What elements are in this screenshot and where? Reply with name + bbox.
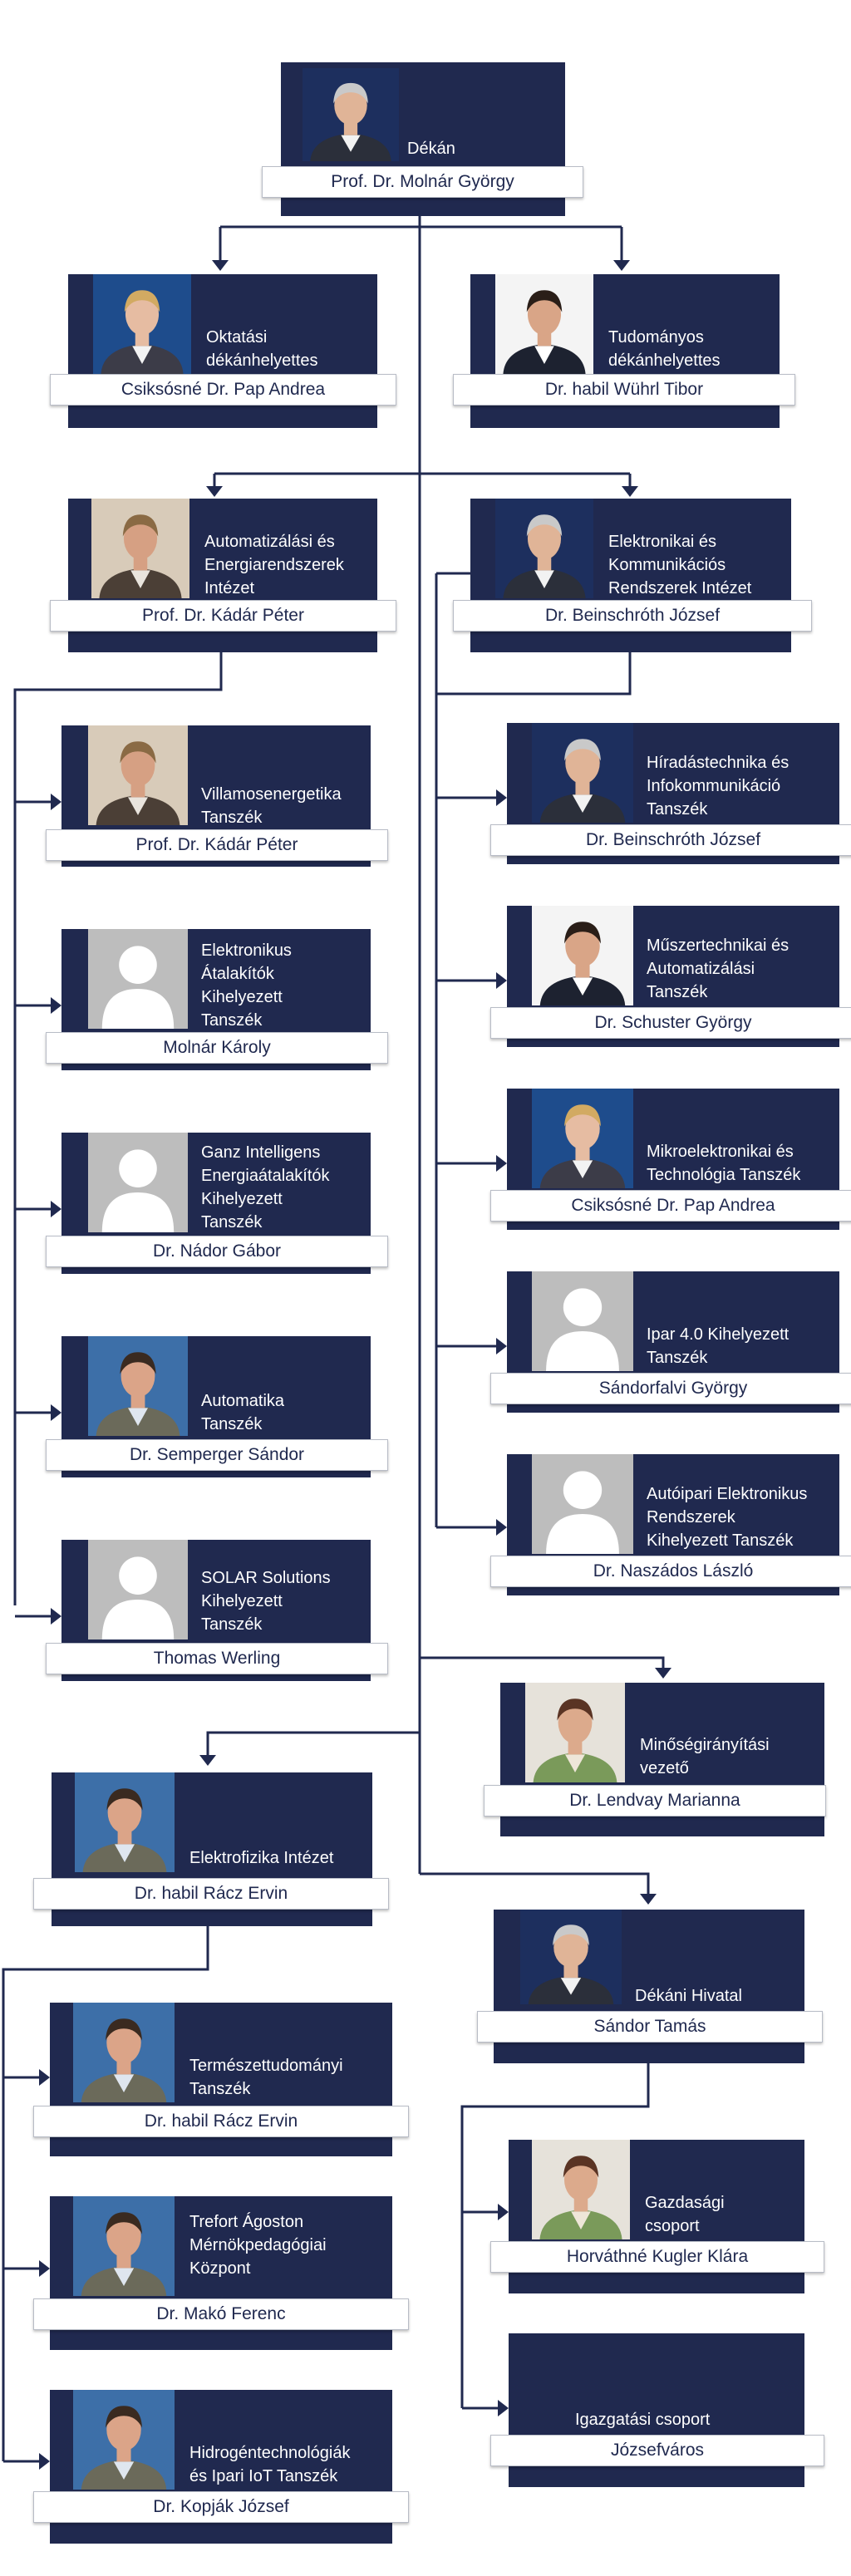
person-name: Prof. Dr. Molnár György: [262, 166, 583, 198]
arrow-head-icon: [212, 260, 229, 271]
org-unit-title: Ipar 4.0 Kihelyezett Tanszék: [647, 1325, 790, 1367]
person-name: Molnár Károly: [46, 1032, 388, 1064]
person-name: Sándor Tamás: [477, 2011, 823, 2043]
portrait-photo: [495, 274, 593, 374]
arrow-head-icon: [655, 1668, 671, 1679]
portrait-photo: [73, 2196, 175, 2296]
arrow-head-icon: [39, 2069, 50, 2086]
placeholder-avatar-icon: [88, 1540, 188, 1639]
arrow-head-icon: [39, 2453, 50, 2470]
arrow-head-icon: [199, 1755, 216, 1766]
org-unit-title: Ganz Intelligens Energiaátalakítók Kihel…: [201, 1143, 330, 1231]
org-unit-title: Elektronikai és Kommunikációs Rendszerek…: [608, 533, 752, 597]
elektrofizika-branch-line: [2, 1924, 209, 2461]
portrait-photo: [532, 906, 633, 1005]
arrow-head-icon: [39, 2260, 50, 2277]
org-unit-title: Automatika Tanszék: [201, 1392, 285, 1433]
portrait-photo: [75, 1772, 175, 1872]
org-unit-title: Mikroelektronikai és Technológia Tanszék: [647, 1143, 801, 1184]
placeholder-avatar-icon: [88, 1133, 188, 1232]
portrait-photo: [532, 1089, 633, 1188]
person-name: Dr. Semperger Sándor: [46, 1439, 388, 1471]
portrait-photo: [532, 2140, 630, 2239]
portrait-photo: [88, 725, 188, 825]
person-name: Dr. Makó Ferenc: [33, 2298, 409, 2330]
org-unit-title: SOLAR Solutions Kihelyezett Tanszék: [201, 1569, 331, 1634]
org-unit-title: Minőségirányítási vezető: [640, 1736, 770, 1777]
arrow-head-icon: [613, 260, 630, 271]
portrait-photo: [532, 723, 633, 823]
portrait-photo: [73, 2003, 175, 2102]
connector-line: [206, 1731, 420, 1760]
org-unit-title: Villamosenergetika Tanszék: [201, 785, 342, 827]
portrait-photo: [520, 1910, 622, 2004]
portrait-photo: [88, 1336, 188, 1436]
arrow-head-icon: [640, 1894, 657, 1905]
placeholder-avatar-icon: [532, 1271, 633, 1371]
arrow-head-icon: [496, 1519, 507, 1536]
connector-line: [436, 650, 632, 696]
portrait-photo: [93, 274, 191, 374]
person-name: Józsefváros: [490, 2435, 824, 2466]
arrow-head-icon: [51, 794, 61, 810]
org-unit-title: Automatizálási és Energiarendszerek Inté…: [204, 533, 344, 597]
org-unit-title: Elektrofizika Intézet: [189, 1849, 334, 1867]
portrait-photo: [73, 2390, 175, 2490]
org-unit-title: Műszertechnikai és Automatizálási Tanszé…: [647, 937, 790, 1001]
portrait-photo: [495, 499, 593, 598]
arrow-head-icon: [496, 972, 507, 989]
arrow-head-icon: [498, 2400, 509, 2416]
arrow-head-icon: [496, 1155, 507, 1172]
org-unit-title: Igazgatási csoport: [575, 2411, 711, 2429]
arrow-head-icon: [51, 997, 61, 1014]
org-unit-title: Autóipari Elektronikus Rendszerek Kihely…: [647, 1485, 808, 1550]
connector-line: [420, 1656, 665, 1672]
dekani-branch-line: [460, 2059, 650, 2408]
person-name: Dr. habil Wührl Tibor: [453, 374, 795, 406]
arrow-head-icon: [622, 486, 638, 497]
org-unit-title: Gazdasági csoport: [645, 2194, 725, 2235]
person-name: Prof. Dr. Kádár Péter: [46, 829, 388, 861]
person-name: Csiksósné Dr. Pap Andrea: [50, 374, 396, 406]
org-unit-title: Trefort Ágoston Mérnökpedagógiai Központ: [189, 2213, 327, 2278]
org-unit-title: Tudományos dékánhelyettes: [608, 328, 721, 370]
arrow-head-icon: [51, 1201, 61, 1217]
org-unit-title: Híradástechnika és Infokommunikáció Tans…: [647, 754, 790, 819]
person-name: Csiksósné Dr. Pap Andrea: [490, 1190, 851, 1222]
person-name: Dr. Naszádos László: [490, 1556, 851, 1587]
org-unit-title: Elektronikus Átalakítók Kihelyezett Tans…: [201, 941, 292, 1030]
arrow-head-icon: [206, 486, 223, 497]
arrow-head-icon: [498, 2204, 509, 2220]
org-unit-title: Dékáni Hivatal: [635, 1987, 742, 2005]
person-name: Dr. habil Rácz Ervin: [33, 2106, 409, 2137]
person-name: Thomas Werling: [46, 1643, 388, 1674]
person-name: Horváthné Kugler Klára: [490, 2241, 824, 2273]
arrow-head-icon: [51, 1404, 61, 1421]
placeholder-avatar-icon: [532, 1454, 633, 1554]
arrow-head-icon: [51, 1608, 61, 1625]
placeholder-avatar-icon: [88, 929, 188, 1029]
org-unit-title: Dékán: [407, 140, 455, 158]
portrait-photo: [303, 68, 399, 161]
person-name: Dr. Nádor Gábor: [46, 1236, 388, 1267]
person-name: Prof. Dr. Kádár Péter: [50, 600, 396, 632]
connector-line: [420, 1872, 650, 1897]
aei-branch-line: [13, 650, 223, 1605]
org-unit-title: Természettudományi Tanszék: [189, 2057, 343, 2098]
person-name: Sándorfalvi György: [490, 1373, 851, 1404]
org-unit-title: Hidrogéntechnológiák és Ipari IoT Tanszé…: [189, 2444, 351, 2485]
person-name: Dr. Kopják József: [33, 2491, 409, 2523]
portrait-photo: [525, 1683, 625, 1782]
arrow-head-icon: [496, 1338, 507, 1354]
org-unit-title: Oktatási dékánhelyettes: [206, 328, 318, 370]
person-name: Dr. habil Rácz Ervin: [33, 1878, 389, 1910]
portrait-photo: [91, 499, 189, 598]
person-name: Dr. Schuster György: [490, 1007, 851, 1039]
person-name: Dr. Lendvay Marianna: [484, 1785, 826, 1816]
arrow-head-icon: [496, 789, 507, 806]
person-name: Dr. Beinschróth József: [490, 824, 851, 856]
person-name: Dr. Beinschróth József: [453, 600, 812, 632]
